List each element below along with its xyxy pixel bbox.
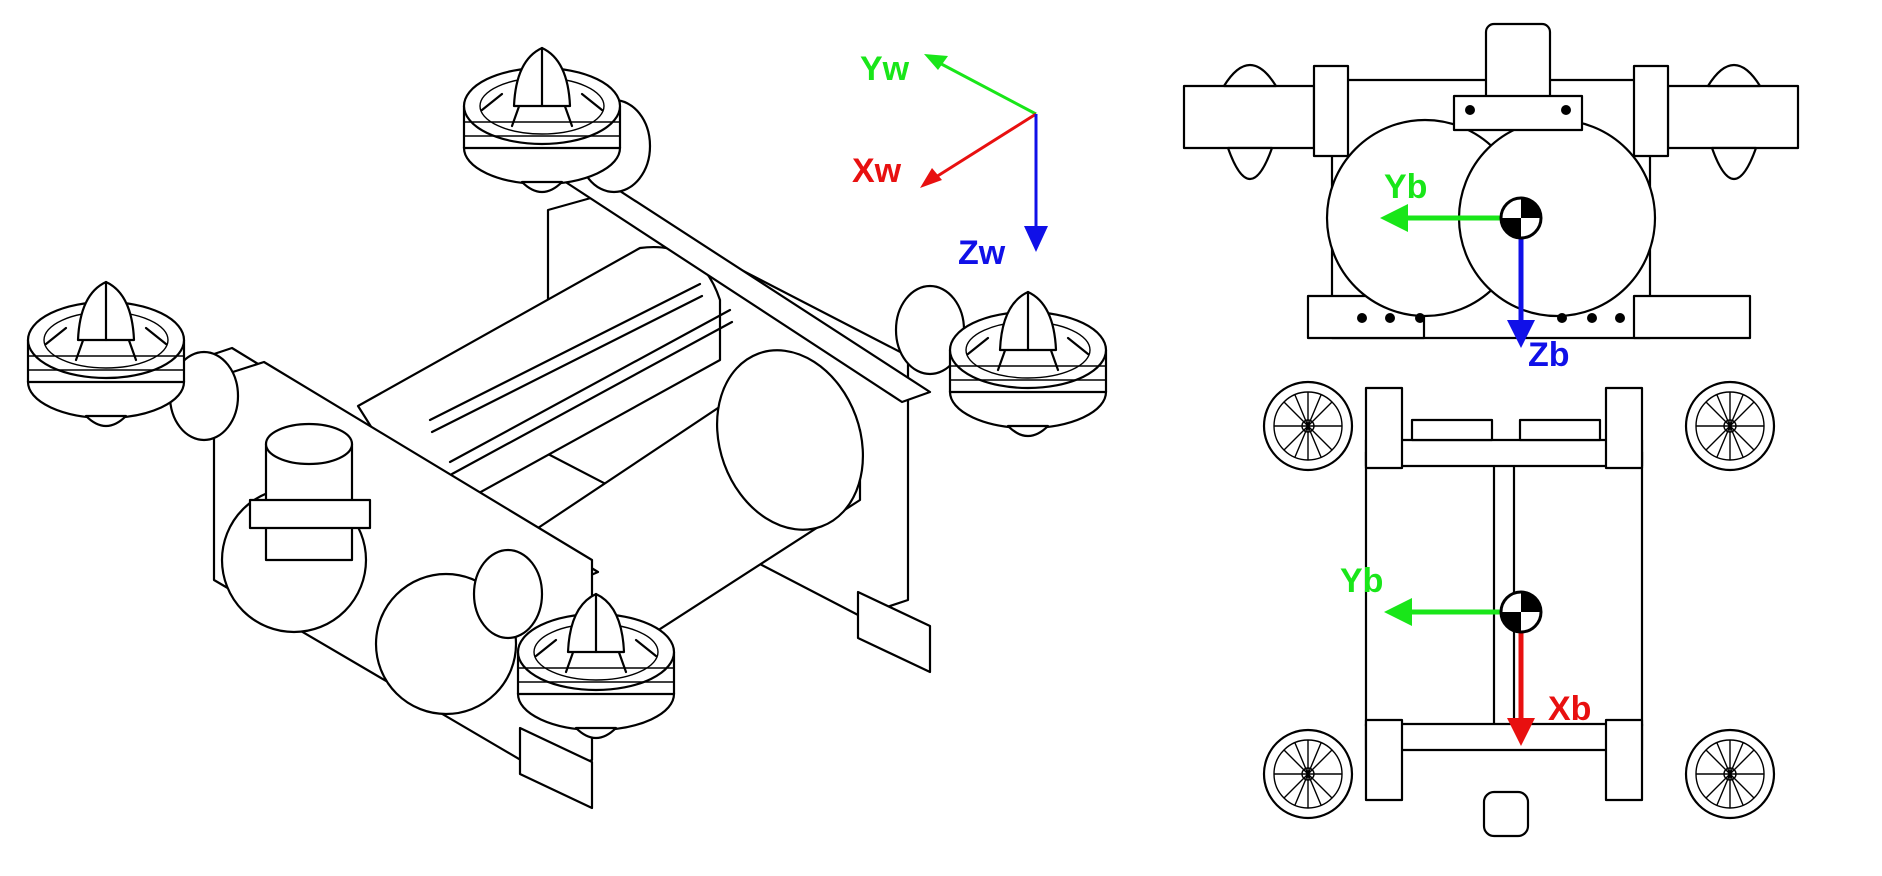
zw-arrowhead — [1024, 226, 1048, 252]
xb-arrowhead-top — [1507, 718, 1535, 746]
xw-axis — [927, 112, 1037, 184]
yw-label: Yw — [860, 50, 910, 88]
xw-label: Xw — [852, 152, 902, 190]
robot-isometric-view — [26, 46, 1108, 810]
yb-arrowhead-top — [1384, 598, 1412, 626]
xb-label-top: Xb — [1548, 690, 1591, 728]
body-frame-front-axes — [1380, 196, 1543, 348]
yb-label-front: Yb — [1384, 168, 1427, 206]
yw-arrowhead — [924, 54, 948, 70]
zb-label-front: Zb — [1528, 336, 1570, 374]
center-of-mass-marker — [1499, 196, 1543, 240]
body-frame-top-axes — [1384, 590, 1543, 746]
zb-arrowhead-front — [1507, 320, 1535, 348]
yb-arrowhead-front — [1380, 204, 1408, 232]
world-frame-axes — [920, 54, 1048, 252]
yw-axis — [929, 56, 1037, 116]
xw-arrowhead — [920, 168, 942, 188]
yb-label-top: Yb — [1340, 562, 1383, 600]
robot-top-view — [1262, 380, 1776, 838]
robot-front-view — [1182, 22, 1800, 340]
zw-label: Zw — [958, 234, 1006, 272]
center-of-mass-marker — [1499, 590, 1543, 634]
